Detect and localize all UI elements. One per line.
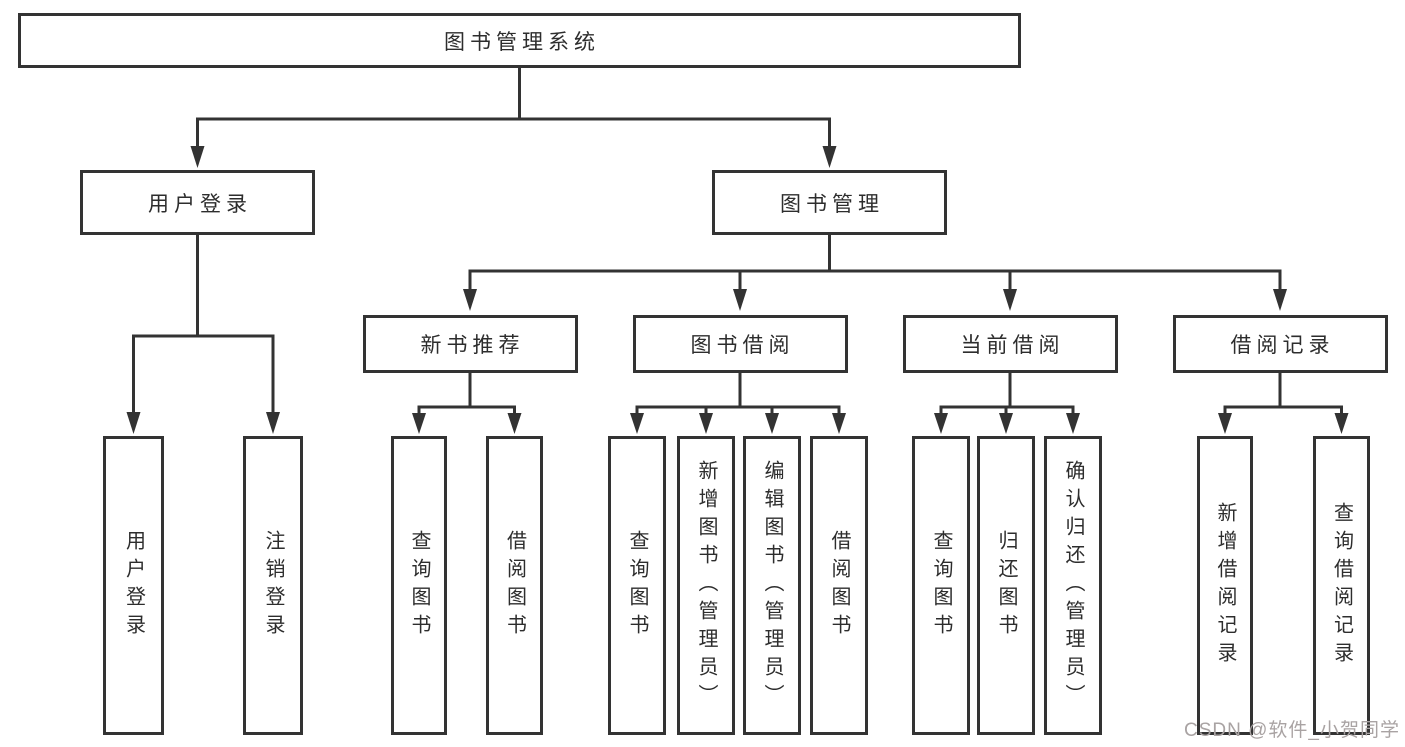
node-root-label: 图书管理系统 bbox=[444, 30, 600, 54]
leaf-borrow-books-label: 借阅图书 bbox=[828, 529, 850, 642]
node-new-book-recommend-label: 新书推荐 bbox=[420, 334, 525, 357]
node-book-borrow: 图书借阅 bbox=[632, 315, 848, 373]
leaf-add-books-admin: 新增图书（管理员） bbox=[677, 436, 735, 735]
leaf-current-query-books: 查询图书 bbox=[912, 436, 970, 735]
node-book-management: 图书管理 bbox=[712, 170, 947, 235]
leaf-user-login: 用户登录 bbox=[103, 436, 164, 735]
leaf-edit-books-admin: 编辑图书（管理员） bbox=[743, 436, 801, 735]
leaf-add-books-admin-label: 新增图书（管理员） bbox=[695, 459, 717, 712]
leaf-borrow-query-books-label: 查询图书 bbox=[626, 529, 648, 642]
leaf-logout-label: 注销登录 bbox=[262, 529, 284, 642]
node-book-borrow-label: 图书借阅 bbox=[690, 334, 795, 357]
node-user-login: 用户登录 bbox=[80, 170, 315, 235]
leaf-return-books: 归还图书 bbox=[977, 436, 1035, 735]
leaf-recommend-borrow-books-label: 借阅图书 bbox=[503, 529, 526, 642]
leaf-add-borrow-record-label: 新增借阅记录 bbox=[1214, 501, 1236, 670]
leaf-confirm-return-admin: 确认归还（管理员） bbox=[1044, 436, 1102, 735]
leaf-user-login-label: 用户登录 bbox=[122, 529, 145, 642]
leaf-borrow-query-books: 查询图书 bbox=[608, 436, 666, 735]
leaf-return-books-label: 归还图书 bbox=[995, 529, 1017, 642]
node-book-management-label: 图书管理 bbox=[780, 192, 884, 216]
csdn-watermark: CSDN @软件_小贺同学 bbox=[1184, 720, 1400, 741]
node-current-borrow: 当前借阅 bbox=[902, 315, 1118, 373]
node-borrow-records-label: 借阅记录 bbox=[1230, 334, 1335, 357]
leaf-borrow-books: 借阅图书 bbox=[810, 436, 868, 735]
node-root: 图书管理系统 bbox=[18, 13, 1021, 68]
leaf-query-borrow-record: 查询借阅记录 bbox=[1313, 436, 1370, 735]
node-current-borrow-label: 当前借阅 bbox=[960, 334, 1065, 357]
leaf-recommend-query-books-label: 查询图书 bbox=[408, 529, 430, 642]
leaf-current-query-books-label: 查询图书 bbox=[930, 529, 952, 642]
node-borrow-records: 借阅记录 bbox=[1172, 315, 1388, 373]
leaf-edit-books-admin-label: 编辑图书（管理员） bbox=[761, 459, 783, 712]
leaf-add-borrow-record: 新增借阅记录 bbox=[1197, 436, 1253, 735]
node-user-login-label: 用户登录 bbox=[148, 192, 252, 216]
leaf-recommend-borrow-books: 借阅图书 bbox=[486, 436, 543, 735]
leaf-query-borrow-record-label: 查询借阅记录 bbox=[1330, 501, 1353, 670]
leaf-logout: 注销登录 bbox=[243, 436, 303, 735]
node-new-book-recommend: 新书推荐 bbox=[362, 315, 578, 373]
leaf-confirm-return-admin-label: 确认归还（管理员） bbox=[1062, 459, 1084, 712]
leaf-recommend-query-books: 查询图书 bbox=[391, 436, 447, 735]
